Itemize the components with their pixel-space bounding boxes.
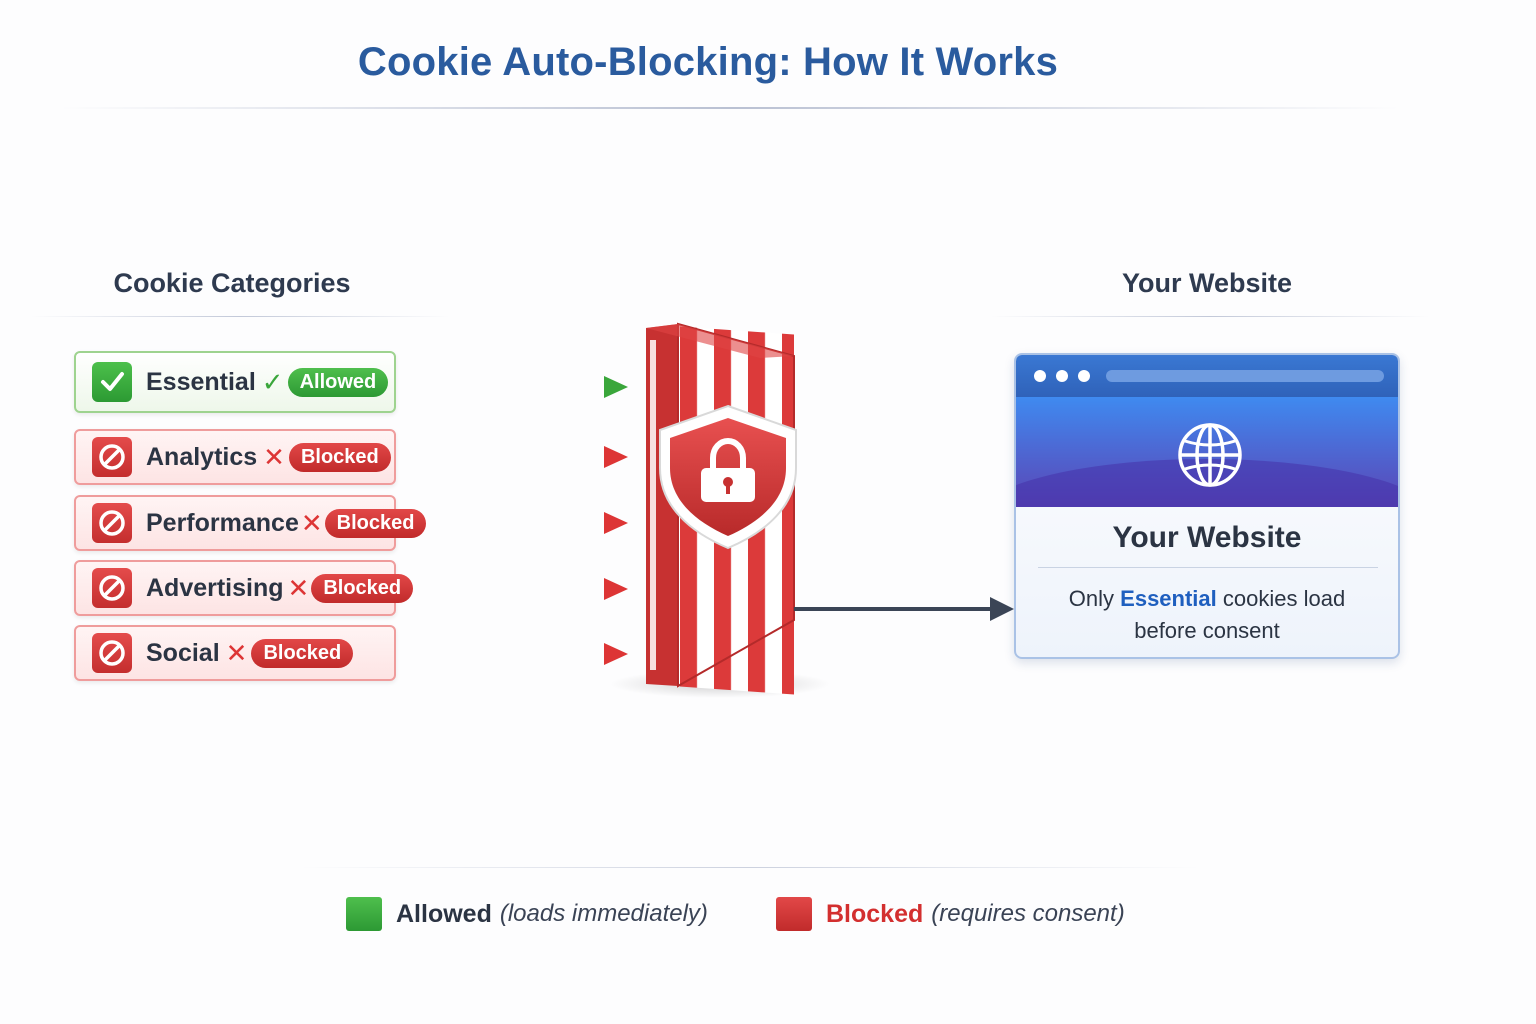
your-website-heading: Your Website <box>1121 268 1293 298</box>
website-preview: Your Website Only Essential cookies load… <box>1014 353 1400 659</box>
category-essential: Essential ✓ Allowed <box>74 351 396 413</box>
address-bar <box>1106 370 1384 382</box>
firewall-gate <box>646 322 797 695</box>
cross-icon: ✕ <box>263 442 285 472</box>
blocked-swatch <box>776 897 812 931</box>
category-label: Performance <box>146 508 299 537</box>
window-dot <box>1056 370 1068 382</box>
window-dot <box>1078 370 1090 382</box>
check-box-icon <box>92 362 132 402</box>
status-badge: Blocked <box>288 442 391 472</box>
right-divider <box>990 316 1430 317</box>
website-description: Only Essential cookies load before conse… <box>1068 586 1346 643</box>
arrow-analytics <box>400 446 628 468</box>
title-divider <box>60 107 1400 109</box>
cross-icon: ✕ <box>225 638 248 668</box>
prohibited-icon <box>92 568 132 608</box>
website-divider <box>1038 567 1378 568</box>
arrow-social <box>400 643 628 665</box>
category-label: Social <box>146 638 220 667</box>
category-label: Advertising <box>146 573 284 602</box>
status-badge: Blocked <box>311 573 414 603</box>
legend-allowed: Allowed (loads immediately) <box>346 897 708 931</box>
arrow-performance <box>400 512 628 534</box>
cookie-categories-heading: Cookie Categories <box>113 268 351 298</box>
category-analytics: Analytics ✕ Blocked <box>74 429 396 485</box>
website-title: Your Website <box>1112 521 1302 554</box>
prohibited-icon <box>92 633 132 673</box>
checkmark-icon: ✓ <box>261 367 284 397</box>
essential-highlight: Essential <box>1120 586 1217 611</box>
website-hero <box>1016 397 1398 507</box>
legend-blocked-label: Blocked <box>826 899 924 928</box>
prohibited-icon <box>92 503 132 543</box>
status-badge: Blocked <box>251 638 354 668</box>
globe-icon <box>1178 423 1242 487</box>
status-badge: Blocked <box>324 508 427 538</box>
category-social: Social ✕ Blocked <box>74 625 396 681</box>
legend-allowed-note: (loads immediately) <box>499 900 708 927</box>
category-advertising: Advertising ✕ Blocked <box>74 560 414 616</box>
arrow-advertising <box>400 578 628 600</box>
arrow-to-website <box>794 597 1014 621</box>
diagram-title: Cookie Auto-Blocking: How It Works <box>357 40 1059 84</box>
cross-icon: ✕ <box>287 573 310 603</box>
cross-icon: ✕ <box>300 508 323 538</box>
category-performance: Performance ✕ Blocked <box>74 495 427 551</box>
prohibited-icon <box>92 437 132 477</box>
category-label: Essential <box>146 367 256 396</box>
status-badge: Allowed <box>287 367 389 397</box>
allowed-swatch <box>346 897 382 931</box>
left-divider <box>30 316 450 317</box>
legend-allowed-label: Allowed <box>396 899 492 928</box>
legend-divider <box>300 867 1200 868</box>
window-dot <box>1034 370 1046 382</box>
legend-blocked: Blocked (requires consent) <box>776 897 1125 931</box>
arrow-essential <box>400 376 628 398</box>
category-label: Analytics <box>146 442 258 471</box>
browser-title-bar <box>1016 355 1398 397</box>
shield-lock-icon <box>659 404 797 550</box>
legend-blocked-note: (requires consent) <box>931 900 1125 927</box>
